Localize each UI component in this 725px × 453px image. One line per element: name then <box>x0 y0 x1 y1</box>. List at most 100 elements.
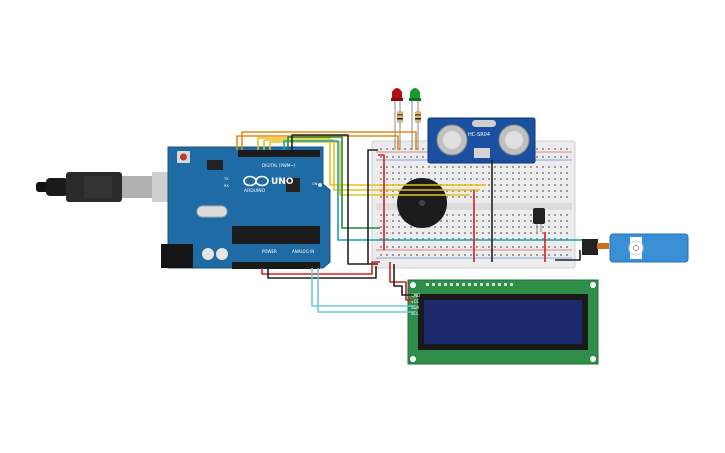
breadboard-hole <box>524 214 526 216</box>
breadboard-hole <box>398 220 400 222</box>
breadboard-hole <box>416 238 418 240</box>
breadboard-hole <box>554 220 556 222</box>
breadboard-hole <box>380 254 382 256</box>
breadboard-hole <box>404 148 406 150</box>
breadboard-hole <box>452 232 454 234</box>
breadboard-hole <box>518 166 520 168</box>
breadboard-hole <box>518 214 520 216</box>
breadboard-hole <box>458 220 460 222</box>
breadboard-hole <box>488 226 490 228</box>
resistor-red-led <box>397 110 403 150</box>
breadboard-hole <box>386 190 388 192</box>
breadboard-hole <box>458 214 460 216</box>
breadboard-hole <box>410 246 412 248</box>
breadboard-hole <box>428 246 430 248</box>
breadboard-hole <box>512 220 514 222</box>
tx-label: TX <box>223 177 229 181</box>
breadboard-hole <box>410 156 412 158</box>
breadboard-hole <box>488 196 490 198</box>
breadboard-hole <box>380 190 382 192</box>
breadboard-hole <box>488 184 490 186</box>
breadboard-hole <box>566 178 568 180</box>
breadboard-hole <box>542 178 544 180</box>
breadboard-hole <box>566 246 568 248</box>
breadboard-hole <box>392 254 394 256</box>
breadboard-hole <box>422 246 424 248</box>
breadboard-hole <box>542 254 544 256</box>
breadboard-hole <box>476 220 478 222</box>
breadboard-hole <box>392 148 394 150</box>
breadboard-hole <box>512 172 514 174</box>
breadboard-hole <box>470 238 472 240</box>
breadboard-hole <box>476 172 478 174</box>
breadboard-hole <box>554 148 556 150</box>
breadboard-hole <box>548 232 550 234</box>
power-jack[interactable] <box>161 244 193 268</box>
breadboard-hole <box>404 172 406 174</box>
breadboard-hole <box>452 172 454 174</box>
breadboard-hole <box>446 196 448 198</box>
breadboard-hole <box>422 172 424 174</box>
lcd-header-pins <box>426 283 513 286</box>
digital-pin-header[interactable] <box>238 150 320 157</box>
breadboard-hole <box>488 232 490 234</box>
breadboard-hole <box>512 166 514 168</box>
breadboard-hole <box>470 166 472 168</box>
breadboard-hole <box>482 238 484 240</box>
breadboard-hole <box>404 156 406 158</box>
breadboard-hole <box>476 196 478 198</box>
arduino-uno-board[interactable]: DIGITAL (PWM~) UNO ARDUINO TX RX ON POWE… <box>161 146 331 269</box>
breadboard-hole <box>380 220 382 222</box>
red-led[interactable] <box>391 88 403 150</box>
breadboard-hole <box>458 178 460 180</box>
breadboard-hole <box>554 226 556 228</box>
lcd-header-pin <box>438 283 441 286</box>
servo-motor-icon[interactable] <box>582 233 689 263</box>
breadboard-hole <box>500 254 502 256</box>
breadboard-hole <box>422 156 424 158</box>
breadboard-hole <box>530 172 532 174</box>
breadboard-hole <box>548 148 550 150</box>
breadboard-hole <box>452 190 454 192</box>
breadboard-hole <box>506 232 508 234</box>
breadboard-hole <box>554 184 556 186</box>
green-led[interactable] <box>409 88 421 150</box>
breadboard-hole <box>494 232 496 234</box>
power-analog-header[interactable] <box>232 262 320 269</box>
wire-lcd-sda <box>311 268 414 307</box>
resistor-green-led <box>415 110 421 150</box>
breadboard-hole <box>398 148 400 150</box>
lcd-header-pin <box>426 283 429 286</box>
lcd-display[interactable]: GND VCC SDA SCL <box>407 279 599 365</box>
breadboard-hole <box>422 232 424 234</box>
breadboard-hole <box>518 190 520 192</box>
breadboard-hole <box>494 172 496 174</box>
breadboard-hole <box>530 166 532 168</box>
breadboard-hole <box>476 178 478 180</box>
breadboard-hole <box>470 220 472 222</box>
breadboard-hole <box>458 238 460 240</box>
breadboard-hole <box>512 196 514 198</box>
breadboard-hole <box>542 184 544 186</box>
breadboard-hole <box>494 238 496 240</box>
breadboard-hole <box>524 226 526 228</box>
breadboard-hole <box>548 184 550 186</box>
breadboard-hole <box>566 184 568 186</box>
ultrasonic-sensor[interactable]: HC-SR04 <box>427 117 536 164</box>
breadboard-hole <box>560 196 562 198</box>
breadboard-hole <box>446 178 448 180</box>
breadboard-hole <box>434 178 436 180</box>
wire-lcd-black <box>393 264 414 296</box>
breadboard-hole <box>536 166 538 168</box>
tilt-sensor-icon[interactable] <box>533 208 545 232</box>
breadboard-hole <box>494 190 496 192</box>
breadboard-hole <box>392 178 394 180</box>
breadboard-hole <box>500 172 502 174</box>
breadboard-hole <box>542 232 544 234</box>
breadboard-hole <box>500 184 502 186</box>
breadboard-hole <box>446 220 448 222</box>
breadboard-hole <box>404 246 406 248</box>
lcd-header-pin <box>480 283 483 286</box>
breadboard-hole <box>560 178 562 180</box>
breadboard-hole <box>386 220 388 222</box>
